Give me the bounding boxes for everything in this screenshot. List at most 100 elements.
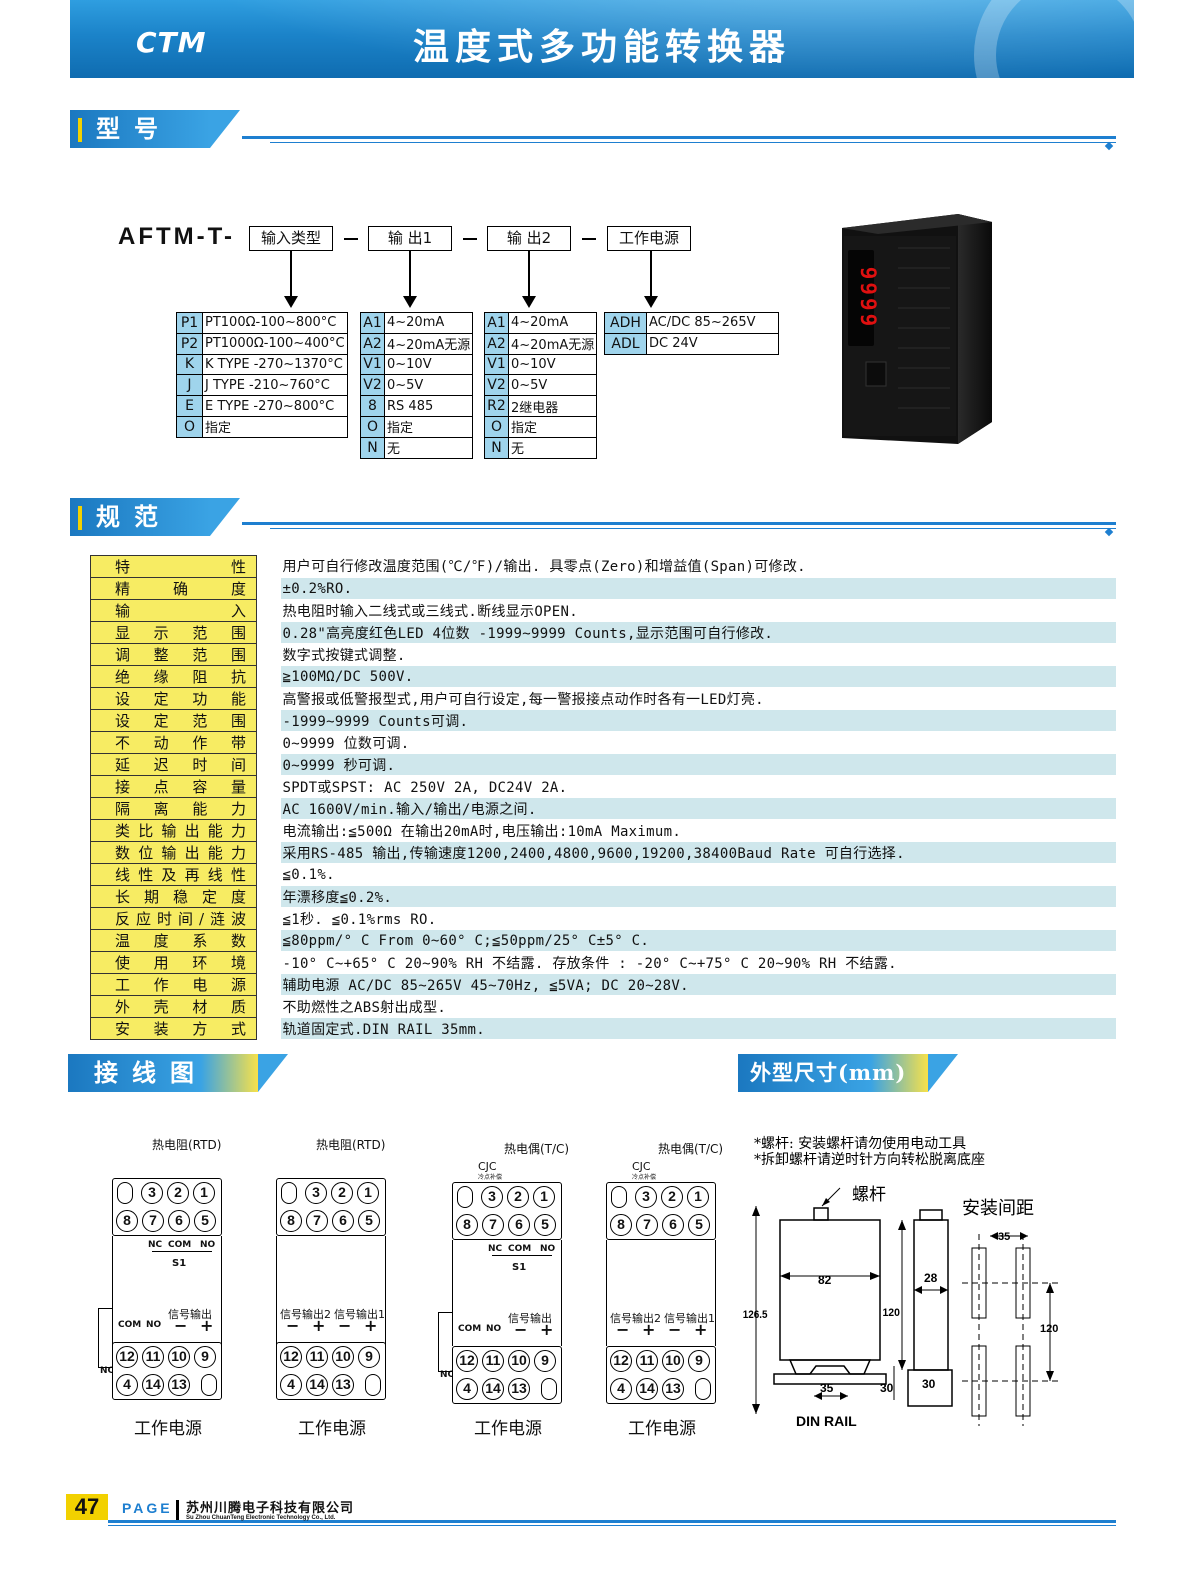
spec-value: 0~9999 位数可调. — [280, 731, 1116, 754]
spec-value: 辅助电源 AC/DC 85~265V 45~70Hz, ≦5VA; DC 20~… — [280, 973, 1116, 996]
field-input-type: 输入类型 — [249, 226, 333, 251]
spec-value: 电流输出:≦500Ω 在输出20mA时,电压输出:10mA Maximum. — [280, 819, 1116, 842]
spec-gap — [256, 775, 281, 798]
terminal: 6 — [168, 1210, 190, 1232]
spec-row: 温度系数≦80ppm/° C From 0~60° C;≦50ppm/25° C… — [90, 929, 1116, 952]
arrow-down-icon — [284, 296, 298, 308]
spec-key: 隔离能力 — [90, 797, 257, 820]
heading-rule-thin — [270, 528, 1116, 529]
connector-line — [650, 251, 652, 297]
module-body — [606, 1240, 716, 1346]
spec-value: 热电阻时输入二线式或三线式.断线显示OPEN. — [280, 599, 1116, 622]
spec-gap — [256, 841, 281, 864]
relay-com-label: COM — [168, 1240, 192, 1250]
section-heading-spec: 规范 — [70, 498, 1116, 538]
option-code: E — [176, 395, 203, 417]
spec-key: 线性及再线性 — [90, 863, 257, 886]
terminal: 6 — [508, 1214, 530, 1236]
terminal: 1 — [687, 1186, 709, 1208]
relay-s1-label: S1 — [172, 1258, 187, 1269]
model-prefix: AFTM-T- — [118, 223, 235, 250]
spec-value: 高警报或低警报型式,用户可自行设定,每一警报接点动作时各有一LED灯亮. — [280, 687, 1116, 710]
terminal: 13 — [662, 1378, 684, 1400]
terminal: 7 — [636, 1214, 658, 1236]
spec-value: 数字式按键式调整. — [280, 643, 1116, 666]
field-dash — [344, 238, 358, 240]
option-code: ADL — [604, 332, 647, 355]
plus-label: + — [364, 1316, 378, 1335]
heading-rule-thin — [270, 142, 1116, 143]
spec-key: 精确度 — [90, 577, 257, 600]
spec-value: ≦0.1%. — [280, 863, 1116, 886]
option-desc: AC/DC 85~265V — [646, 312, 779, 334]
com-label: COM — [458, 1324, 482, 1334]
option-desc: 4~20mA — [383, 312, 474, 334]
spec-key: 设定功能 — [90, 687, 257, 710]
field-dash — [463, 238, 477, 240]
plus-label: + — [642, 1320, 656, 1339]
terminal: 3 — [635, 1186, 657, 1208]
option-code: 8 — [360, 395, 385, 417]
heading-accent — [78, 506, 82, 530]
section-title: 型号 — [70, 110, 240, 148]
spec-row: 数位输出能力采用RS-485 输出,传输速度1200,2400,4800,960… — [90, 841, 1116, 864]
led-digits: 9999 — [856, 267, 880, 330]
spec-key: 安装方式 — [90, 1017, 257, 1040]
option-desc: 4~20mA无源 — [383, 332, 474, 355]
minus-label: − — [616, 1320, 630, 1339]
sensor-label: 热电阻(RTD) — [316, 1138, 386, 1152]
spec-key: 延迟时间 — [90, 753, 257, 776]
dims-w28: 28 — [924, 1271, 938, 1285]
terminal: 12 — [116, 1346, 138, 1368]
terminal: 10 — [332, 1346, 354, 1368]
terminal: 1 — [193, 1182, 215, 1204]
nc-label: NC — [440, 1370, 455, 1380]
terminal: 8 — [456, 1214, 478, 1236]
option-desc: 0~10V — [507, 353, 598, 376]
spec-key: 长期稳定度 — [90, 885, 257, 908]
spec-row: 使用环境-10° C~+65° C 20~90% RH 不结露. 存放条件 : … — [90, 951, 1116, 974]
relay-wire — [98, 1308, 112, 1368]
option-desc: 指定 — [383, 415, 474, 438]
page-number: 47 — [66, 1494, 108, 1520]
spec-value: SPDT或SPST: AC 250V 2A, DC24V 2A. — [280, 775, 1116, 798]
spec-value: AC 1600V/min.输入/输出/电源之间. — [280, 797, 1116, 820]
section-title: 规范 — [70, 498, 240, 536]
section-heading-model: 型号 — [70, 110, 1116, 151]
spec-gap — [256, 621, 281, 644]
terminal: 4 — [280, 1374, 302, 1396]
terminal: 7 — [142, 1210, 164, 1232]
spec-gap — [256, 929, 281, 952]
dims-note1: *螺杆: 安装螺杆请勿使用电动工具 — [754, 1135, 966, 1152]
page-title: 温度式多功能转换器 — [412, 26, 791, 68]
spec-value: 用户可自行修改温度范围(℃/℉)/输出. 具零点(Zero)和增益值(Span)… — [280, 555, 1116, 578]
spec-value: 0.28"高亮度红色LED 4位数 -1999~9999 Counts,显示范围… — [280, 621, 1116, 644]
spec-row: 精确度±0.2%RO. — [90, 577, 1116, 600]
heading-dot — [1104, 141, 1114, 151]
terminal-slot — [457, 1186, 473, 1208]
brand-logo: CTM — [136, 26, 207, 59]
minus-label: − — [286, 1316, 300, 1335]
relay-wire — [438, 1312, 452, 1372]
terminal: 8 — [610, 1214, 632, 1236]
option-desc: 指定 — [202, 415, 348, 438]
terminal-slot — [695, 1378, 711, 1400]
option-desc: 0~10V — [383, 353, 474, 376]
banner-decoration — [974, 0, 1134, 78]
spec-key: 反应时间/涟波 — [90, 907, 257, 930]
option-desc: 无 — [507, 436, 598, 459]
spec-value: -10° C~+65° C 20~90% RH 不结露. 存放条件 : -20°… — [280, 951, 1116, 974]
minus-label: − — [514, 1320, 528, 1339]
heading-rule — [242, 522, 1116, 525]
dims-din-rail: DIN RAIL — [796, 1413, 857, 1429]
signal-out-label: 信号输出 — [508, 1312, 552, 1325]
